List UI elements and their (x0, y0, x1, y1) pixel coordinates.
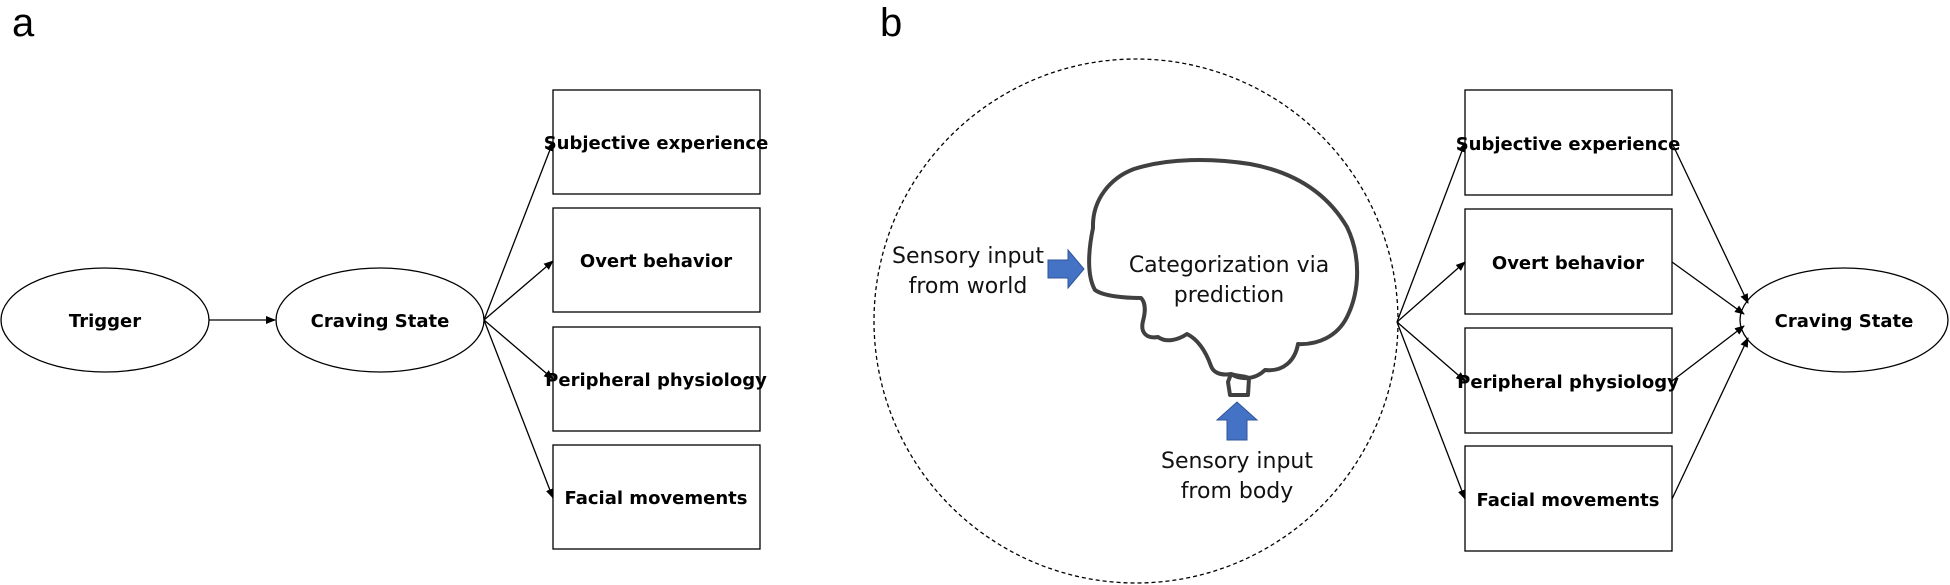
outcome-label-physiology-a: Peripheral physiology (545, 370, 767, 391)
outcome-box-facial-a (552, 444, 761, 550)
world-input-arrow-icon (1047, 248, 1085, 290)
categorization-boundary-circle (873, 58, 1399, 584)
outcome-label-behavior-a: Overt behavior (580, 251, 732, 272)
body-input-arrow-icon (1215, 401, 1259, 441)
outcome-label-subjective-a: Subjective experience (544, 133, 769, 154)
outcome-label-facial-a: Facial movements (565, 488, 748, 509)
categorization-to-physiology-arrow (1396, 321, 1466, 382)
categorization-to-subjective-arrow (1396, 142, 1466, 323)
craving-to-physiology-arrow (483, 319, 554, 380)
behavior-to-craving-arrow (1671, 261, 1745, 315)
craving-state-node-b (1739, 267, 1949, 373)
craving-to-behavior-arrow (483, 260, 554, 321)
outcome-box-behavior-b (1464, 208, 1673, 315)
physiology-to-craving-arrow (1671, 325, 1745, 382)
brain-text-line-2: prediction (1174, 283, 1284, 308)
outcome-label-behavior-b: Overt behavior (1492, 253, 1644, 274)
categorization-to-behavior-arrow (1396, 261, 1466, 323)
outcome-label-physiology-b: Peripheral physiology (1457, 372, 1679, 393)
categorization-to-facial-arrow (1396, 321, 1466, 500)
panel-a-letter: a (12, 1, 35, 45)
body-input-line-1: Sensory input (1161, 449, 1313, 474)
outcome-label-subjective-b: Subjective experience (1456, 134, 1681, 155)
facial-to-craving-arrow (1671, 337, 1749, 500)
outcome-box-physiology-b (1464, 327, 1673, 434)
brain-outline (1087, 158, 1360, 397)
world-input-line-1: Sensory input (892, 244, 1044, 269)
body-input-line-2: from body (1181, 479, 1294, 504)
outcome-box-subjective-b (1464, 89, 1673, 196)
outcome-box-behavior-a (552, 207, 761, 313)
outcome-label-facial-b: Facial movements (1477, 490, 1660, 511)
craving-state-label-a: Craving State (311, 311, 450, 332)
craving-to-facial-arrow (483, 319, 554, 499)
outcome-box-physiology-a (552, 326, 761, 432)
panel-b-letter: b (880, 1, 902, 45)
craving-state-label-b: Craving State (1775, 311, 1914, 332)
brain-text-line-1: Categorization via (1129, 253, 1329, 278)
craving-to-subjective-arrow (483, 141, 554, 321)
subjective-to-craving-arrow (1671, 142, 1749, 304)
world-input-line-2: from world (909, 274, 1028, 299)
outcome-box-facial-b (1464, 445, 1673, 552)
trigger-label: Trigger (69, 311, 141, 332)
